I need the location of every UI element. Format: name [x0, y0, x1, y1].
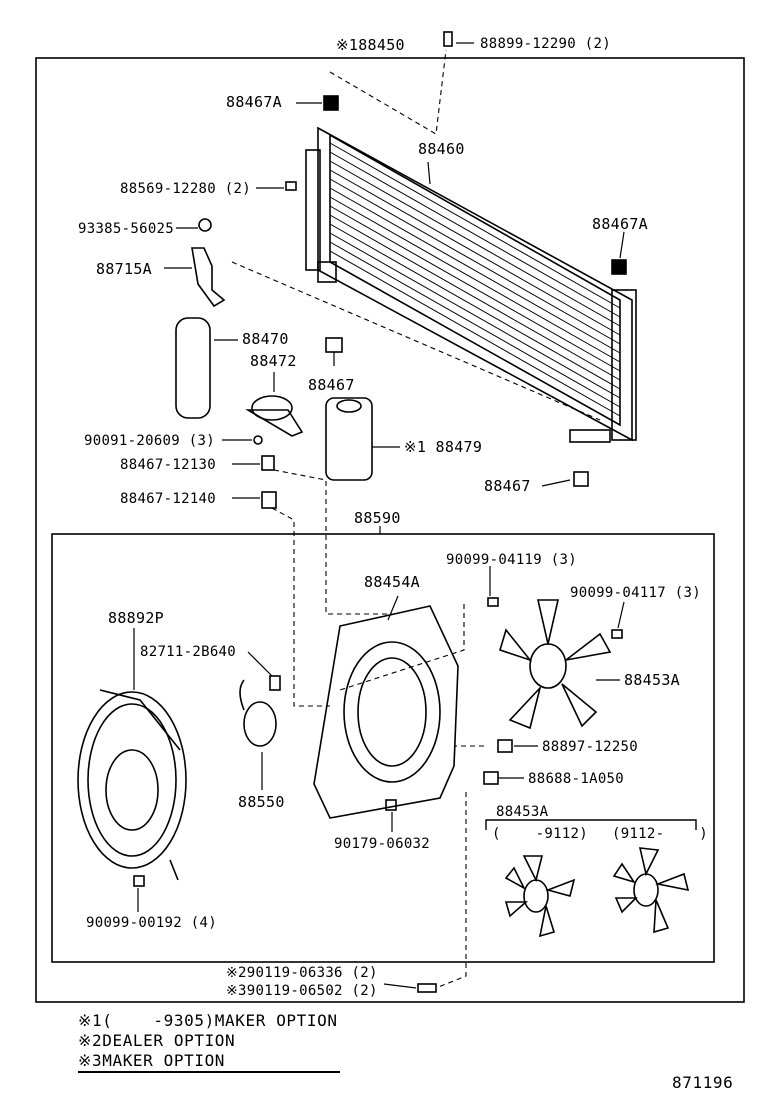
label-90179-06032: 90179-06032	[334, 836, 431, 852]
label-90099-04119: 90099-04119 (3)	[446, 552, 577, 568]
label-82711-2B640: 82711-2B640	[140, 644, 237, 660]
assembly-code: ※188450	[336, 36, 405, 54]
label-88460: 88460	[418, 140, 465, 158]
variant-bracket	[485, 819, 697, 830]
label-90091-20609: 90091-20609 (3)	[84, 433, 215, 449]
label-90099-04117: 90099-04117 (3)	[570, 585, 701, 601]
condenser-drawing	[305, 126, 637, 443]
fan-variant-b-shape	[612, 847, 690, 934]
receiver-drier-shape	[175, 317, 211, 419]
part-88467A-top-shape	[323, 95, 339, 111]
label-93385-56025: 93385-56025	[78, 221, 175, 237]
label-88470: 88470	[242, 330, 289, 348]
label-88467A-top: 88467A	[226, 93, 282, 111]
part-88467A-right-shape	[611, 259, 627, 275]
label-88467-mid: 88467	[308, 376, 355, 394]
label-88472: 88472	[250, 352, 297, 370]
diagram-number: 871196	[672, 1073, 734, 1092]
label-88897-12250: 88897-12250	[542, 739, 639, 755]
label-390119-06502: ※390119-06502 (2)	[226, 983, 378, 999]
label-188479: ※1 88479	[404, 438, 483, 456]
label-88453A-sub: 88453A	[496, 804, 549, 820]
label-88467-12130: 88467-12130	[120, 457, 217, 473]
note-2: ※2DEALER OPTION	[78, 1031, 236, 1050]
label-88453A: 88453A	[624, 671, 680, 689]
label-range-a: ( -9112)	[492, 826, 589, 842]
label-88899-12290: 88899-12290 (2)	[480, 36, 611, 52]
label-88892P: 88892P	[108, 609, 164, 627]
label-90099-00192: 90099-00192 (4)	[86, 915, 217, 931]
note-1: ※1( -9305)MAKER OPTION	[78, 1011, 338, 1030]
outer-frame	[35, 57, 745, 1003]
label-88688-1A050: 88688-1A050	[528, 771, 625, 787]
label-88467-12140: 88467-12140	[120, 491, 217, 507]
label-88715A: 88715A	[96, 260, 152, 278]
label-88590: 88590	[354, 509, 401, 527]
label-88454A: 88454A	[364, 573, 420, 591]
canister-88479-shape	[325, 397, 373, 481]
note-3: ※3MAKER OPTION	[78, 1051, 226, 1070]
label-88467A-right: 88467A	[592, 215, 648, 233]
fan-shroud-shape	[313, 605, 459, 819]
label-88550: 88550	[238, 793, 285, 811]
fan-88453A-shape	[499, 599, 612, 730]
fan-assembly-frame	[51, 533, 715, 963]
fan-88892P-shape	[77, 689, 187, 881]
label-range-b: (9112- )	[612, 826, 709, 842]
label-88467-right: 88467	[484, 477, 531, 495]
fan-variant-a-shape	[504, 855, 576, 938]
label-88569-12280: 88569-12280 (2)	[120, 181, 251, 197]
label-290119-06336: ※290119-06336 (2)	[226, 965, 378, 981]
motor-88550-shape	[239, 675, 281, 747]
